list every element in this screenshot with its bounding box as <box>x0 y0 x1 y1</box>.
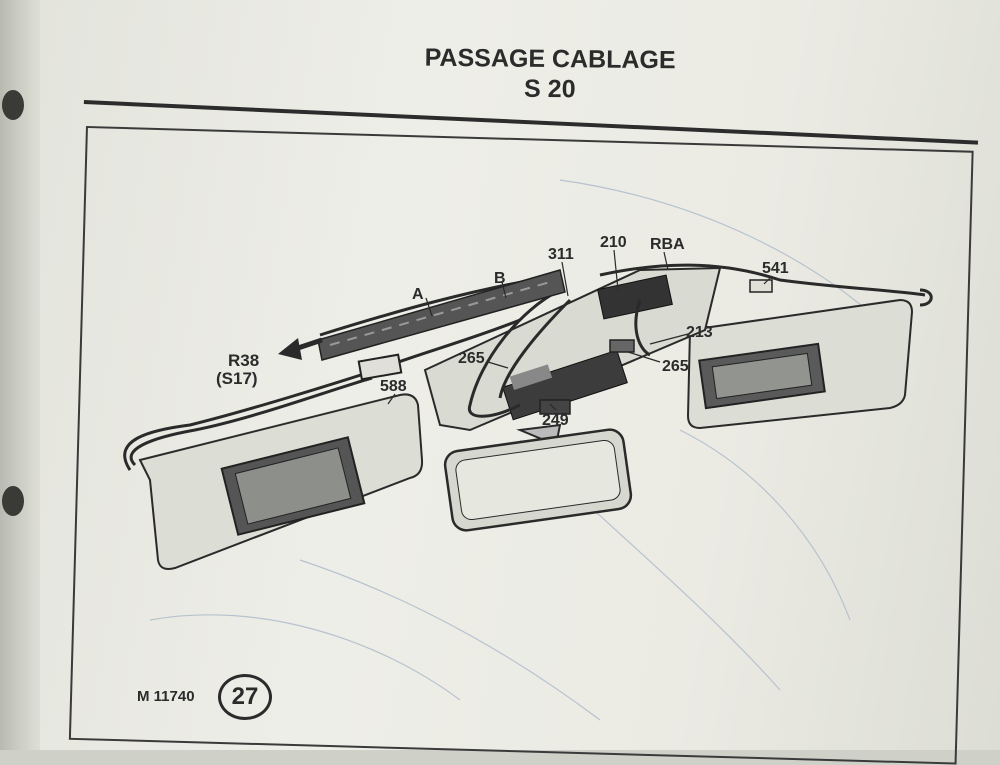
callout-541: 541 <box>762 260 789 277</box>
left-sun-visor <box>138 393 424 570</box>
callout-311: 311 <box>548 246 574 263</box>
callout-213: 213 <box>686 324 713 341</box>
binder-hole-top <box>2 90 24 120</box>
leader-lines <box>387 249 773 411</box>
callout-249: 249 <box>542 412 569 429</box>
connectors <box>357 279 773 415</box>
figure-reference: M 11740 <box>137 688 195 705</box>
arrow-to-r38 <box>278 337 323 360</box>
wire-sheath <box>317 269 566 361</box>
rearview-mirror <box>443 423 633 532</box>
right-sun-visor <box>686 298 914 430</box>
roof-console <box>423 266 722 432</box>
wiring-harness <box>123 263 933 471</box>
binder-hole-bottom <box>2 486 24 516</box>
callout-588: 588 <box>380 378 407 395</box>
callout-210: 210 <box>600 234 627 251</box>
callout-r38: R38 <box>228 351 260 370</box>
page-number: 27 <box>218 674 272 720</box>
callout-rba: RBA <box>650 236 685 253</box>
callout-s17: (S17) <box>216 369 258 388</box>
callout-a: A <box>412 286 424 303</box>
callout-265-right: 265 <box>662 358 689 375</box>
callout-265-left: 265 <box>458 350 485 367</box>
callout-b: B <box>494 270 506 287</box>
